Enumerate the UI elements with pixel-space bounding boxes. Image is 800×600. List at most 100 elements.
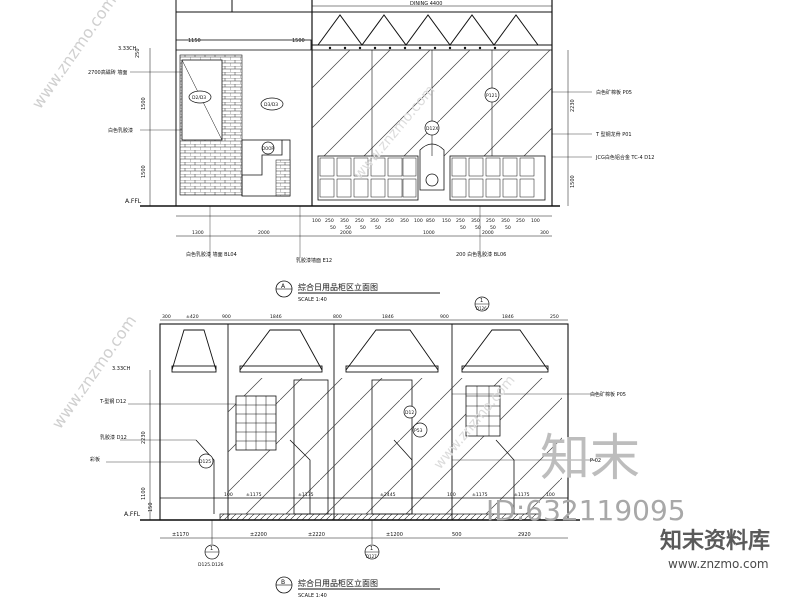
elev-a-b2dim-4: 50 bbox=[460, 225, 466, 231]
elev-a-b2dim-3: 50 bbox=[375, 225, 381, 231]
elev-a-bottom-note-0: 白色乳胶漆 墙面 BL04 bbox=[186, 251, 237, 258]
elev-a-b2dim-7: 50 bbox=[505, 225, 511, 231]
elev-a-bdim-11: 350 bbox=[471, 218, 480, 224]
elev-b-right-note-1: P-02 bbox=[590, 458, 601, 464]
elev-b-bottom-dim-3: ±1200 bbox=[386, 532, 403, 538]
elev-a-right-note-2: JCG白色铝合金 TC-4 D12 bbox=[595, 154, 654, 161]
elev-b-left-note-1: 乳胶漆 D12 bbox=[100, 434, 127, 441]
elev-a-bdim-5: 250 bbox=[385, 218, 394, 224]
elev-b-bottom-dim-2: ±2220 bbox=[308, 532, 325, 538]
watermark-brand-url: www.znzmo.com bbox=[668, 557, 769, 571]
elev-b-scale: SCALE 1:40 bbox=[298, 593, 327, 599]
elev-b-callout-2: D12 bbox=[403, 405, 417, 419]
elev-a-b2dim-5: 50 bbox=[475, 225, 481, 231]
elev-a-bdim-13: 350 bbox=[501, 218, 510, 224]
watermark-id: ID:632119095 bbox=[486, 494, 686, 527]
elev-a-b3dim-0: 1300 bbox=[192, 230, 204, 236]
svg-text:D126: D126 bbox=[476, 306, 487, 311]
elev-a-right-dim-0: 2230 bbox=[570, 99, 576, 112]
elev-b-left-dim-1: 2230 bbox=[141, 431, 147, 444]
display-cubbies-left bbox=[317, 155, 419, 201]
elev-a-left-dim-3: 1500 bbox=[141, 165, 147, 178]
elev-b-top-dim-2: 900 bbox=[222, 314, 231, 320]
elev-a-callout-4: DOOR bbox=[261, 141, 274, 155]
svg-text:D12: D12 bbox=[405, 410, 414, 416]
elev-a-left-note-1: 白色乳胶漆 bbox=[108, 127, 133, 134]
elev-b-bottom-dim-5: 2920 bbox=[518, 532, 531, 538]
elev-b-marker-bottom-left: 1 D125.D126 bbox=[198, 520, 224, 568]
elev-a-b3dim-3: 1000 bbox=[423, 230, 435, 236]
svg-text:P121: P121 bbox=[486, 93, 497, 99]
elev-a-b3dim-2: 2000 bbox=[340, 230, 352, 236]
elev-a-bdim-8: 850 bbox=[426, 218, 435, 224]
chair-sketch bbox=[419, 143, 445, 191]
elev-a-title-block: A 綜合日用品柜区立面图 SCALE 1:40 bbox=[275, 280, 440, 303]
elev-a-right-note-1: T 型钢龙骨 P01 bbox=[595, 131, 632, 138]
elev-a-b2dim-2: 50 bbox=[360, 225, 366, 231]
elev-a-b2dim-6: 50 bbox=[490, 225, 496, 231]
svg-text:1: 1 bbox=[210, 546, 213, 552]
elev-a-bdim-4: 350 bbox=[370, 218, 379, 224]
elev-b-left-note-2: 彩板 bbox=[90, 456, 100, 463]
elev-b-top-dim-7: 1846 bbox=[502, 314, 514, 320]
elev-b-inner-dim-4: 100 bbox=[447, 492, 456, 498]
elevation-a: DINING 4400 bbox=[88, 0, 654, 303]
elev-b-left-note-0: T-型钢 D12 bbox=[99, 398, 126, 405]
elev-a-scale: SCALE 1:40 bbox=[298, 297, 327, 303]
elev-b-callout-0: D125 bbox=[198, 453, 214, 469]
svg-text:DOOR: DOOR bbox=[262, 146, 274, 151]
elev-b-inner-dim-7: 100 bbox=[546, 492, 555, 498]
elev-a-bdim-6: 350 bbox=[400, 218, 409, 224]
elev-a-callout-1: D3/D3 bbox=[260, 97, 284, 111]
glass-panel-b2 bbox=[334, 378, 452, 514]
svg-text:1: 1 bbox=[480, 298, 483, 304]
elev-a-b3dim-4: 2000 bbox=[482, 230, 494, 236]
svg-text:D3/D3: D3/D3 bbox=[264, 102, 278, 108]
elev-b-title-block: B 綜合日用品柜区立面图 SCALE 1:40 bbox=[275, 576, 440, 599]
svg-text:D2/D3: D2/D3 bbox=[192, 95, 206, 101]
elev-a-b3dim-1: 2000 bbox=[258, 230, 270, 236]
svg-text:P53: P53 bbox=[414, 428, 423, 434]
elev-b-bottom-dim-4: 500 bbox=[452, 532, 462, 538]
elev-b-top-dim-1: ±420 bbox=[186, 314, 199, 320]
elev-b-inner-dim-3: ±2445 bbox=[380, 492, 396, 498]
elev-a-callout-3: P121 bbox=[484, 87, 500, 103]
elev-a-bdim-15: 100 bbox=[531, 218, 540, 224]
elev-a-bottom-note-1: 乳胶漆墙面 E12 bbox=[296, 257, 332, 264]
elev-b-top-dim-4: 800 bbox=[333, 314, 342, 320]
svg-text:D12X: D12X bbox=[426, 126, 438, 132]
svg-text:D127: D127 bbox=[366, 554, 377, 559]
elev-a-b2dim-0: 50 bbox=[330, 225, 336, 231]
elev-a-b3dim-5: 300 bbox=[540, 230, 549, 236]
elev-b-marker-top: 1 D126 bbox=[474, 296, 490, 312]
elev-a-ffl: A.FFL bbox=[125, 198, 142, 205]
elev-a-top-dim: DINING 4400 bbox=[410, 1, 442, 7]
elevation-b: 300 ±420 900 1846 800 1846 900 1846 250 … bbox=[90, 296, 626, 599]
elev-b-inner-dim-5: ±1175 bbox=[472, 492, 488, 498]
svg-text:1: 1 bbox=[370, 546, 373, 552]
elev-a-left-dim-2: 1500 bbox=[141, 97, 147, 110]
elev-a-bdim-14: 250 bbox=[516, 218, 525, 224]
elev-b-inner-dim-1: ±1175 bbox=[246, 492, 262, 498]
elev-a-left-dim-0: 3.33CH bbox=[118, 46, 137, 52]
elev-b-top-dim-3: 1846 bbox=[270, 314, 282, 320]
elev-a-bdim-3: 250 bbox=[355, 218, 364, 224]
elev-a-marker: A bbox=[281, 283, 286, 290]
elev-a-right-dim-1: 1500 bbox=[570, 175, 576, 188]
elev-a-bdim-10: 250 bbox=[456, 218, 465, 224]
elev-a-bdim-7: 100 bbox=[414, 218, 423, 224]
elev-a-left-dim-1: 250 bbox=[135, 48, 141, 58]
elev-b-inner-dim-6: ±1175 bbox=[514, 492, 530, 498]
watermark-brand-cn: 知末资料库 bbox=[660, 528, 770, 554]
elev-a-right-note-0: 白色矿棉板 P05 bbox=[596, 89, 632, 96]
elev-a-bdim-12: 250 bbox=[486, 218, 495, 224]
elev-a-dim-top-0: 1150 bbox=[188, 38, 201, 44]
elev-b-left-dim-0: 3.33CH bbox=[112, 366, 131, 372]
elev-a-title: 綜合日用品柜区立面图 bbox=[298, 282, 378, 292]
elev-b-top-dim-8: 250 bbox=[550, 314, 559, 320]
watermark-logo-cn: 知末 bbox=[540, 429, 640, 487]
elev-b-inner-dim-2: ±1175 bbox=[298, 492, 314, 498]
elev-b-window-right bbox=[465, 385, 501, 437]
elev-b-title: 綜合日用品柜区立面图 bbox=[298, 578, 378, 588]
